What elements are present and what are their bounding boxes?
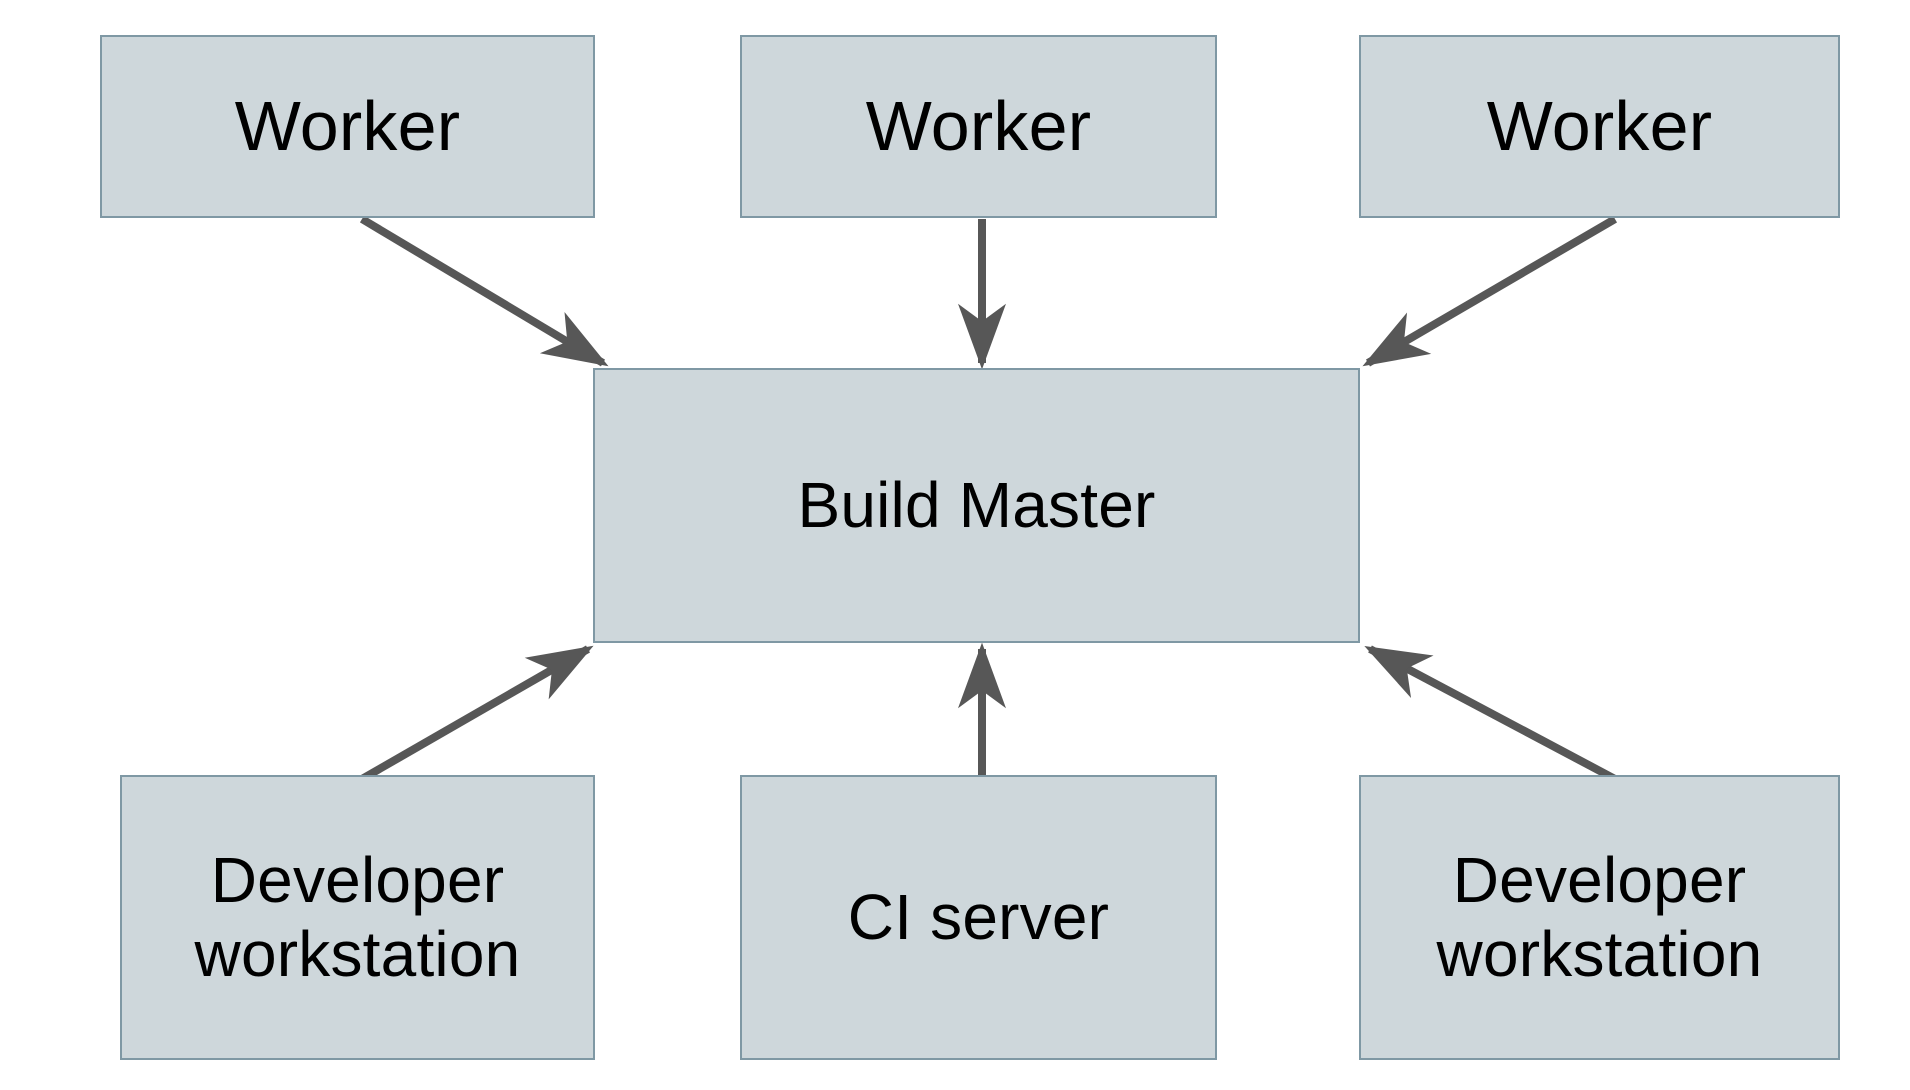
node-ci-server[interactable]: CI server <box>740 775 1217 1060</box>
node-label: Developer workstation <box>1436 843 1763 990</box>
edge-worker3-to-master <box>1362 215 1618 367</box>
node-label: Developer workstation <box>194 843 521 990</box>
node-label: CI server <box>847 880 1110 953</box>
node-worker-3[interactable]: Worker <box>1359 35 1840 218</box>
node-label: Worker <box>234 87 461 166</box>
node-worker-2[interactable]: Worker <box>740 35 1217 218</box>
node-worker-1[interactable]: Worker <box>100 35 595 218</box>
node-label: Worker <box>865 87 1092 166</box>
edge-worker1-to-master <box>359 215 609 367</box>
node-build-master[interactable]: Build Master <box>593 368 1360 643</box>
node-developer-workstation-right[interactable]: Developer workstation <box>1359 775 1840 1060</box>
node-developer-workstation-left[interactable]: Developer workstation <box>120 775 595 1060</box>
edge-devright-to-master <box>1364 645 1617 783</box>
node-label: Build Master <box>797 468 1156 541</box>
edge-devleft-to-master <box>360 645 594 783</box>
node-label: Worker <box>1486 87 1713 166</box>
